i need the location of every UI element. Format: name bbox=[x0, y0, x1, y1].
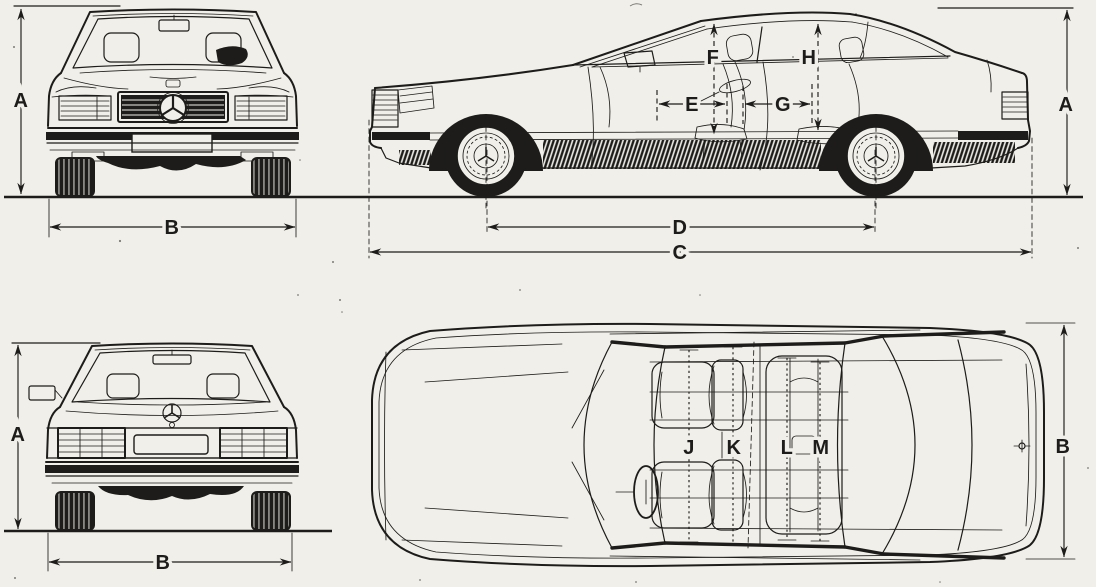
front-seat-headrest bbox=[725, 33, 754, 62]
front-grille bbox=[117, 91, 229, 124]
headrest-right bbox=[206, 373, 240, 399]
dim-label-top-width: B bbox=[1056, 436, 1071, 458]
wiper-line bbox=[571, 461, 605, 521]
c-pillar bbox=[843, 330, 1006, 345]
dim-label-front-height: A bbox=[14, 90, 29, 112]
c-pillar bbox=[843, 545, 1006, 560]
rear-view-dimensions: A B bbox=[7, 342, 293, 578]
roof-rail bbox=[663, 341, 847, 349]
underbody-shadow bbox=[96, 156, 246, 171]
dim-label-rear-height: A bbox=[11, 424, 26, 446]
a-pillar bbox=[610, 541, 667, 550]
front-view-body bbox=[47, 8, 298, 127]
dim-label-front-width-J: J bbox=[683, 437, 695, 459]
mercedes-star-icon bbox=[162, 403, 182, 423]
taillight-band bbox=[46, 427, 298, 459]
taillight-left bbox=[57, 427, 126, 459]
taillight-right bbox=[219, 427, 288, 459]
headlight-right bbox=[234, 95, 288, 121]
rear-tire-right bbox=[251, 491, 291, 531]
rear-seat-headrest bbox=[838, 36, 865, 64]
headlight-left bbox=[58, 95, 112, 121]
front-view-dimensions: A B bbox=[10, 5, 297, 243]
paper-noise bbox=[13, 3, 1089, 583]
dim-label-rear-seat: G bbox=[775, 94, 791, 116]
dim-label-front-headroom: F bbox=[707, 47, 720, 69]
hood-badge bbox=[165, 79, 181, 88]
center-armrest bbox=[791, 435, 817, 455]
side-view-body bbox=[369, 11, 1031, 171]
wiper-line bbox=[571, 369, 605, 429]
rear-view: A B bbox=[7, 342, 299, 578]
trunk-lock bbox=[169, 422, 175, 428]
mercedes-star-icon bbox=[157, 92, 189, 124]
headrest-left bbox=[103, 32, 140, 63]
side-front-grille bbox=[371, 89, 399, 128]
rocker-shading bbox=[543, 140, 821, 169]
steering-wheel-side bbox=[719, 78, 751, 94]
dim-label-wheelbase: D bbox=[673, 217, 688, 239]
rear-window-base-arc bbox=[881, 335, 916, 555]
dim-label-side-height: A bbox=[1059, 94, 1074, 116]
underbody-shadow bbox=[98, 486, 244, 501]
dim-label-front-seat: E bbox=[685, 94, 699, 116]
trunk-lid-arc bbox=[957, 339, 973, 551]
dim-label-front-width: B bbox=[165, 217, 180, 239]
top-view-body bbox=[371, 322, 1045, 568]
headrest-left bbox=[106, 373, 140, 399]
dim-label-length: C bbox=[673, 242, 688, 264]
rear-window-header-arc bbox=[836, 342, 846, 548]
rear-license-plate bbox=[133, 434, 209, 455]
top-view-dimensions: B J K L M bbox=[679, 322, 1076, 560]
side-view-dimensions: A E G F H D C bbox=[368, 7, 1076, 268]
front-tire-left bbox=[55, 157, 95, 197]
front-wheel bbox=[429, 114, 543, 209]
rear-quarter-shading bbox=[933, 142, 1015, 163]
front-view: A B bbox=[10, 5, 299, 243]
top-view-interior bbox=[615, 355, 843, 535]
windshield-header-arc bbox=[653, 346, 666, 544]
door-mirror-left bbox=[28, 385, 56, 401]
interior-shadow bbox=[216, 46, 248, 66]
rear-bench-seat bbox=[765, 355, 843, 535]
dim-label-rear-width: B bbox=[156, 552, 171, 574]
side-mirror bbox=[623, 50, 656, 68]
rearview-mirror bbox=[158, 19, 190, 32]
windshield-base-arc bbox=[583, 341, 613, 549]
top-view: B J K L M bbox=[371, 322, 1076, 568]
trunk-lock-icon bbox=[1013, 439, 1031, 453]
dim-label-front-seat-width-K: K bbox=[727, 437, 742, 459]
a-pillar bbox=[610, 340, 667, 349]
side-glass-divider bbox=[756, 26, 763, 63]
side-taillight bbox=[1001, 91, 1029, 120]
front-seat-passenger bbox=[651, 359, 747, 431]
rear-bumper bbox=[45, 461, 299, 501]
rear-tire-left bbox=[55, 491, 95, 531]
dim-label-rear-headroom: H bbox=[802, 47, 817, 69]
front-seat-driver bbox=[651, 459, 747, 531]
dim-label-rear-width-L: L bbox=[781, 437, 794, 459]
rear-view-body bbox=[28, 342, 298, 459]
rearview-mirror-inside bbox=[152, 354, 192, 365]
rear-wheel bbox=[819, 114, 933, 209]
side-headlight bbox=[397, 85, 435, 114]
front-tire-right bbox=[251, 157, 291, 197]
dim-label-rear-seat-width-M: M bbox=[812, 437, 829, 459]
side-view: A E G F H D C bbox=[368, 7, 1076, 268]
roof-rail bbox=[663, 541, 847, 549]
